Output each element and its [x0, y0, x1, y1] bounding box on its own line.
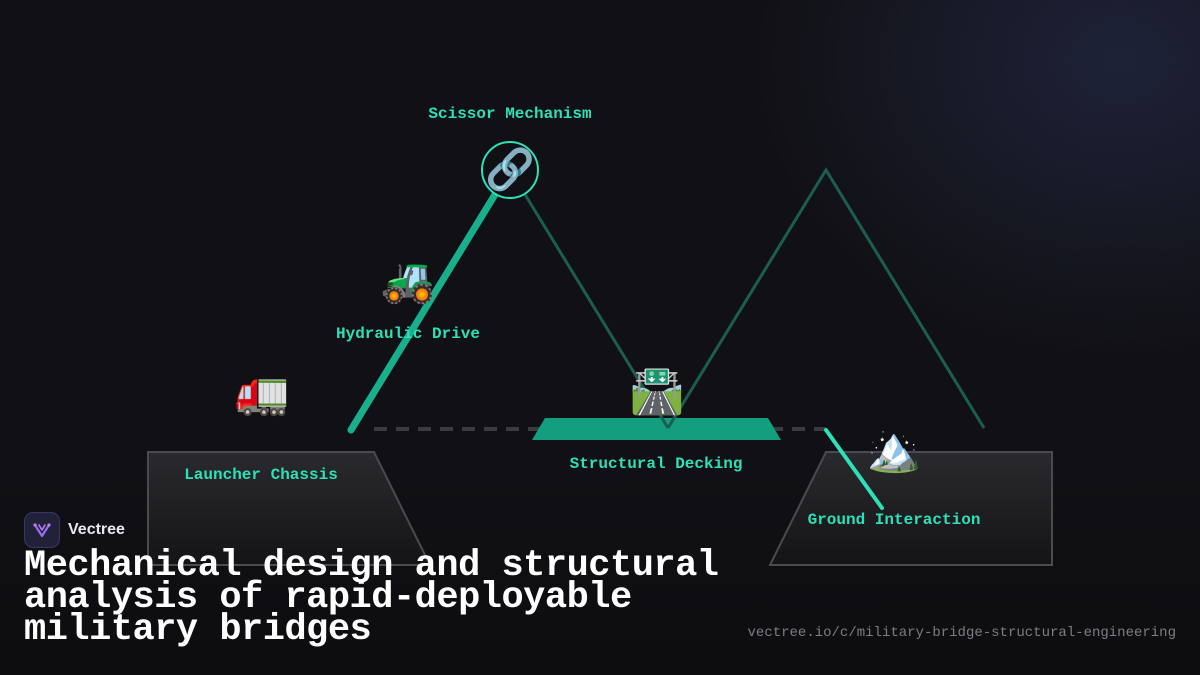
- scissor-truss-left: [508, 169, 670, 429]
- left-ramp: [147, 451, 432, 566]
- brand[interactable]: Vectree: [24, 512, 125, 548]
- launcher-chassis-label: Launcher Chassis: [184, 466, 338, 484]
- source-url[interactable]: vectree.io/c/military-bridge-structural-…: [747, 625, 1176, 641]
- structural-deck: [532, 418, 781, 440]
- launcher-arm: [347, 166, 514, 434]
- motorway-icon: 🛣️: [629, 366, 685, 417]
- ground-interaction-label: Ground Interaction: [807, 511, 981, 529]
- mountain-icon: 🏔️: [866, 424, 922, 475]
- scissor-mechanism-label: Scissor Mechanism: [428, 105, 592, 123]
- truck-icon: 🚛: [234, 367, 290, 418]
- scissor-truss-right: [666, 167, 986, 429]
- structural-decking-label: Structural Decking: [569, 455, 743, 473]
- tractor-icon: 🚜: [380, 255, 436, 306]
- vectree-logo-icon: [24, 512, 60, 548]
- brand-name: Vectree: [68, 521, 125, 538]
- link-icon: 🔗: [485, 147, 535, 193]
- ground-contact-line: [824, 428, 884, 510]
- hydraulic-drive-label: Hydraulic Drive: [335, 325, 481, 343]
- scissor-node-ring: [481, 141, 539, 199]
- page-title: Mechanical design and structural analysi…: [24, 545, 719, 651]
- right-ramp: [768, 451, 1053, 566]
